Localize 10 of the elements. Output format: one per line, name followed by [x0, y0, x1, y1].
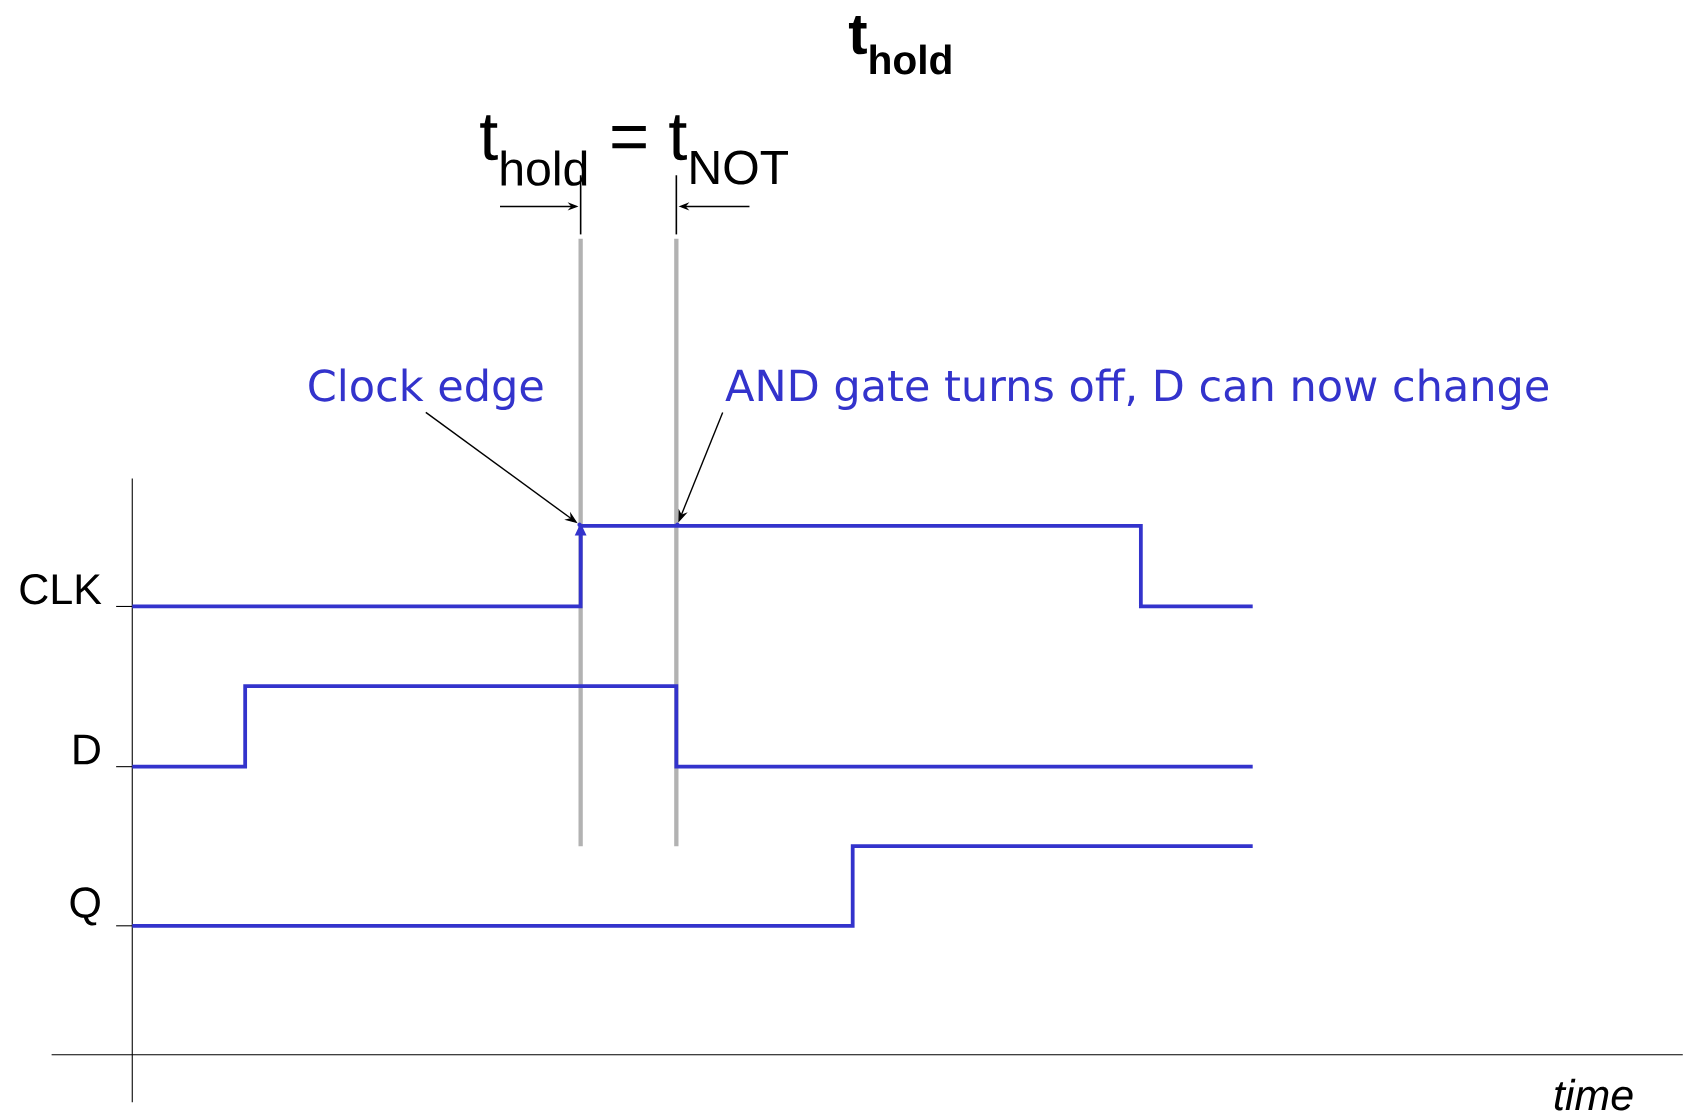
- waveform-point: [675, 522, 680, 527]
- timing-equation: t$_{hold}$ = t$_{NOT}$: [480, 115, 788, 186]
- signal-name: D: [74, 734, 100, 765]
- signal-name: Q: [70, 887, 100, 926]
- annotation-text: Clock edge: [309, 368, 543, 410]
- signal-name: CLK: [20, 573, 102, 605]
- waveform-point: [577, 522, 582, 527]
- annotation-text: AND gate turns off, D can now change: [725, 368, 1548, 410]
- title: t$_{hold}$: [848, 15, 951, 75]
- axis-label: time: [1554, 1078, 1633, 1111]
